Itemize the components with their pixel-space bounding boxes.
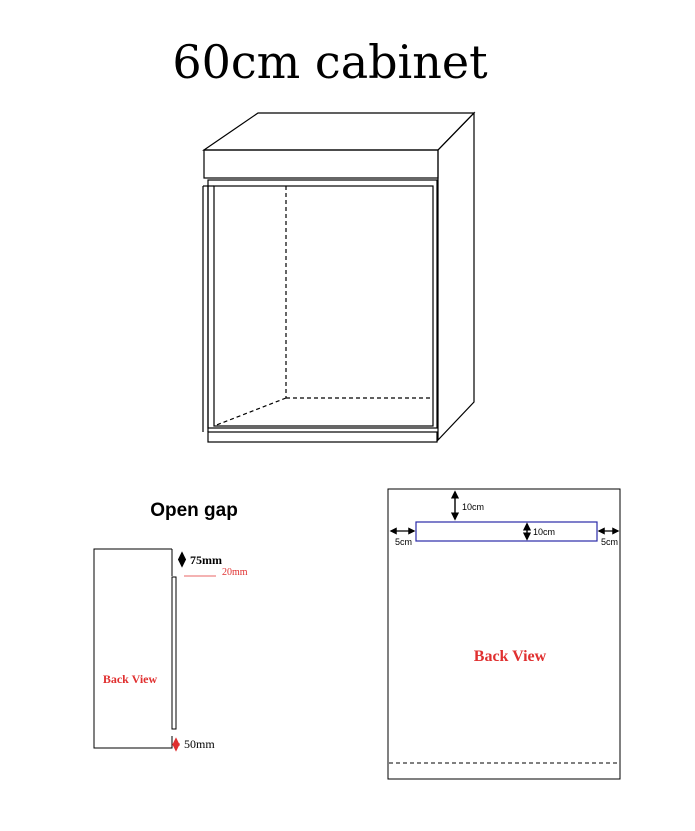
door-gap-label: 20mm: [222, 567, 248, 578]
door-panel: [171, 576, 177, 730]
cabinet-drawing: [202, 111, 476, 443]
open-gap-heading: Open gap: [150, 500, 238, 521]
back-view-drawing: [387, 488, 621, 780]
cabinet-plinth: [207, 431, 438, 443]
cabinet-top-face: [202, 112, 476, 151]
bottom-gap-label: 50mm: [184, 737, 215, 751]
slot-left-label: 5cm: [395, 537, 412, 547]
cabinet-front-inner: [213, 185, 434, 427]
cabinet-right-side: [437, 111, 475, 442]
slot-right-label: 5cm: [601, 537, 618, 547]
page-title: 60cm cabinet: [172, 35, 488, 89]
slot-height-label: 10cm: [533, 527, 555, 537]
back-panel: [387, 488, 621, 780]
back-view-label: Back View: [474, 648, 547, 665]
top-gap-label: 75mm: [190, 553, 222, 567]
side-view-drawing: [93, 548, 177, 749]
side-panel-outline: [93, 548, 173, 749]
cabinet-front-frame: [207, 179, 438, 429]
cabinet-top-front: [203, 149, 439, 179]
back-slot: [415, 521, 598, 542]
slot-top-label: 10cm: [462, 502, 484, 512]
cabinet-hidden-edges: [213, 186, 433, 427]
side-view-label: Back View: [103, 672, 158, 686]
